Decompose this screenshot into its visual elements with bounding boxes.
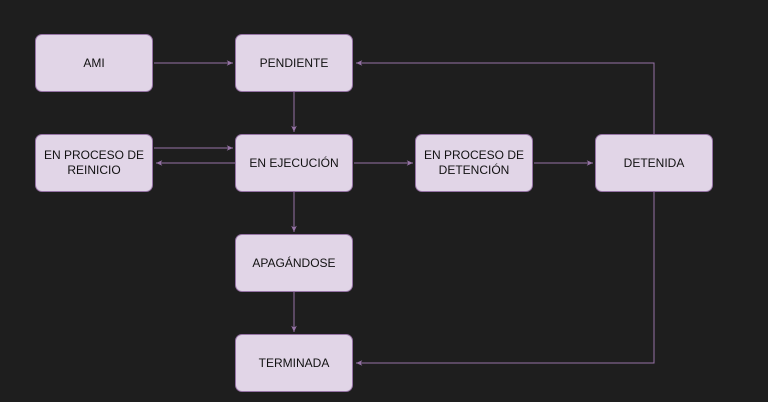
node-en-proceso-de-detencion[interactable]: EN PROCESO DE DETENCIÓN [415,134,533,192]
node-ami[interactable]: AMI [35,34,153,92]
node-detenida[interactable]: DETENIDA [595,134,713,192]
node-apagandose[interactable]: APAGÁNDOSE [235,234,353,292]
node-en-proceso-de-reinicio[interactable]: EN PROCESO DE REINICIO [35,134,153,192]
node-pendiente[interactable]: PENDIENTE [235,34,353,92]
node-en-ejecucion[interactable]: EN EJECUCIÓN [235,134,353,192]
edge-detenida-to-pendiente [356,60,655,134]
node-terminada[interactable]: TERMINADA [235,334,353,392]
edge-detenida-to-terminada [356,192,655,366]
